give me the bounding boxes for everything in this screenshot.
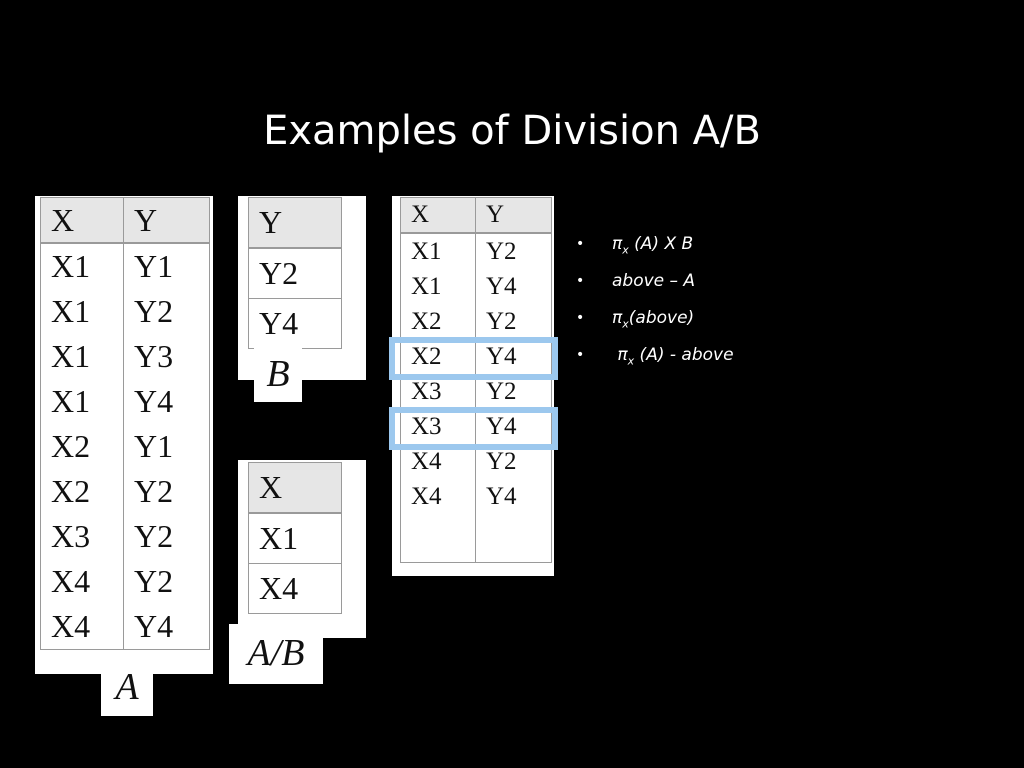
table-product-spacer-row xyxy=(400,514,552,563)
table-a-row-cell: X2 xyxy=(40,469,124,514)
table-product-row-cell: Y4 xyxy=(475,409,552,444)
table-product-row-cell: X4 xyxy=(400,479,476,514)
table-a-row-cell: Y2 xyxy=(123,559,210,604)
row-highlight-box xyxy=(388,407,558,450)
table-product-row-cell: Y2 xyxy=(475,233,552,269)
table-product-header-row: X Y xyxy=(400,197,552,234)
table-a-row-cell: Y2 xyxy=(123,469,210,514)
table-a-row-cell: Y4 xyxy=(123,379,210,424)
table-a-row-cell: Y2 xyxy=(123,289,210,334)
table-a-label: A xyxy=(101,660,153,716)
table-b-header-row: Y xyxy=(248,197,342,249)
table-ab-row: X4 xyxy=(248,563,342,614)
table-a-row-cell: Y1 xyxy=(123,243,210,289)
bullet-pi: π xyxy=(612,345,628,365)
table-a-row-cell: X1 xyxy=(40,379,124,424)
table-ab-row-cell: X1 xyxy=(248,513,342,564)
bullet-text: (above) xyxy=(628,308,695,328)
table-product-spacer-cell xyxy=(475,514,552,563)
table-product-spacer-cell xyxy=(400,514,476,563)
bullet-text: above – A xyxy=(612,271,696,291)
table-product-row-cell: Y4 xyxy=(475,339,552,374)
table-b-row-cell: Y2 xyxy=(248,248,342,299)
slide-title: Examples of Division A/B xyxy=(263,108,761,154)
table-a-row-cell: Y1 xyxy=(123,424,210,469)
bullet-item: πx(above) xyxy=(576,304,734,341)
table-product-row-cell: X1 xyxy=(400,269,476,304)
bullet-pi: π xyxy=(612,308,623,328)
bullet-item: πx (A) - above xyxy=(576,341,734,378)
bullet-text: (A) X B xyxy=(628,234,694,254)
table-a-row-cell: X1 xyxy=(40,334,124,379)
table-ab-label: A/B xyxy=(229,624,323,684)
table-product-row-cell: X2 xyxy=(400,304,476,339)
table-product-header-y: Y xyxy=(475,197,552,234)
bullet-text: (A) - above xyxy=(634,345,734,365)
table-a-row-cell: X4 xyxy=(40,604,124,650)
table-a-row-cell: X3 xyxy=(40,514,124,559)
table-a-row-cell: X2 xyxy=(40,424,124,469)
table-product-row-cell: Y4 xyxy=(475,479,552,514)
table-ab-row: X1 xyxy=(248,513,342,564)
table-b-label: B xyxy=(254,348,302,402)
table-b-row: Y2 xyxy=(248,248,342,299)
table-ab-header-x: X xyxy=(248,462,342,514)
table-a-header-row: X Y xyxy=(40,197,210,244)
table-a-row-cell: X1 xyxy=(40,243,124,289)
table-product-row-cell: X1 xyxy=(400,233,476,269)
table-b-header-y: Y xyxy=(248,197,342,249)
row-highlight-box xyxy=(388,337,558,380)
table-a-row-cell: X1 xyxy=(40,289,124,334)
table-b-row-cell: Y4 xyxy=(248,298,342,349)
table-b-row: Y4 xyxy=(248,298,342,349)
bullet-item: πx (A) X B xyxy=(576,230,734,267)
table-a-header-x: X xyxy=(40,197,124,244)
table-a-row-cell: Y2 xyxy=(123,514,210,559)
table-product-row-cell: Y4 xyxy=(475,269,552,304)
table-ab-header-row: X xyxy=(248,462,342,514)
table-ab-row-cell: X4 xyxy=(248,563,342,614)
table-a-row-cell: X4 xyxy=(40,559,124,604)
table-product-row-cell: X2 xyxy=(400,339,476,374)
table-product-row-cell: Y2 xyxy=(475,304,552,339)
bullet-item: above – A xyxy=(576,267,734,304)
table-a-row-cell: Y4 xyxy=(123,604,210,650)
bullet-list: πx (A) X B above – A πx(above) πx (A) - … xyxy=(576,230,734,378)
table-a-header-y: Y xyxy=(123,197,210,244)
bullet-sub: x xyxy=(627,354,635,368)
table-a-row-cell: Y3 xyxy=(123,334,210,379)
bullet-sub: x xyxy=(622,317,629,331)
bullet-pi: π xyxy=(612,234,623,254)
table-product-header-x: X xyxy=(400,197,476,234)
bullet-sub: x xyxy=(622,243,629,257)
